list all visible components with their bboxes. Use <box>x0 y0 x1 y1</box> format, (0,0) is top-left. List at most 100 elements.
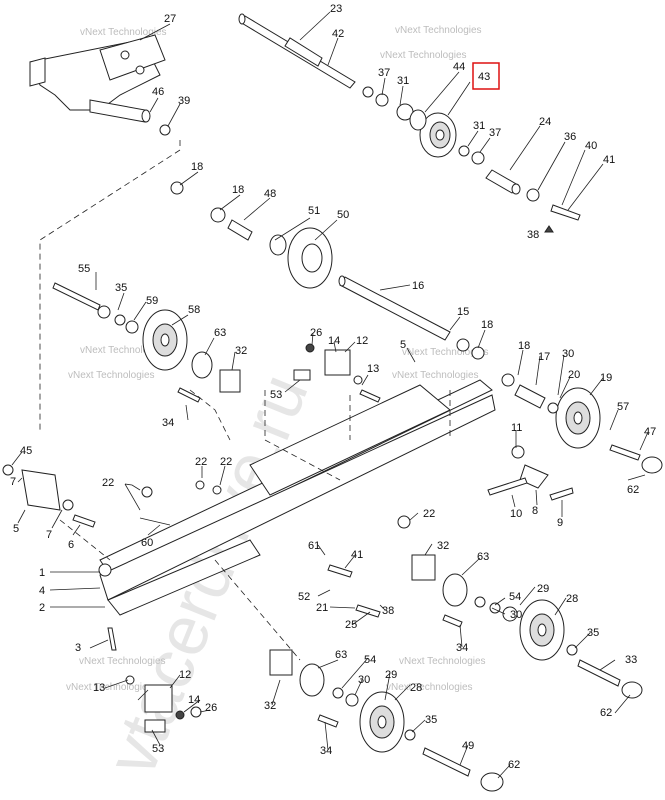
assembly-lines <box>39 140 451 661</box>
callout-34: 34 <box>162 417 174 429</box>
callout-63: 63 <box>214 327 226 339</box>
callout-16: 16 <box>412 280 424 292</box>
callout-7a: 7 <box>10 476 16 488</box>
callout-38b: 38 <box>382 605 394 617</box>
callout-15: 15 <box>457 306 469 318</box>
callout-10: 10 <box>510 508 522 520</box>
callout-1: 1 <box>39 567 45 579</box>
callout-7b: 7 <box>46 529 52 541</box>
callout-34c: 34 <box>320 745 332 757</box>
svg-text:vNext Technologies: vNext Technologies <box>79 656 166 667</box>
svg-text:vNext Technologies: vNext Technologies <box>402 347 489 358</box>
wheel-28-low <box>359 691 504 792</box>
callout-32b: 32 <box>437 540 449 552</box>
callout-13: 13 <box>367 363 379 375</box>
callout-22c: 22 <box>102 477 114 489</box>
callout-5b: 5 <box>13 523 19 535</box>
spacer-24 <box>485 169 581 233</box>
callout-18d: 18 <box>518 340 530 352</box>
callout-14: 14 <box>328 335 340 347</box>
callout-61: 61 <box>308 540 320 552</box>
callout-2: 2 <box>39 602 45 614</box>
svg-text:vNext Technologies: vNext Technologies <box>80 345 167 356</box>
callout-28b: 28 <box>410 682 422 694</box>
callout-25: 25 <box>345 619 357 631</box>
callout-38: 38 <box>527 229 539 241</box>
callout-36: 36 <box>564 131 576 143</box>
callout-30: 30 <box>562 348 574 360</box>
callout-32: 32 <box>235 345 247 357</box>
callout-33: 33 <box>625 654 637 666</box>
callout-14b: 14 <box>188 694 200 706</box>
callout-24: 24 <box>539 116 551 128</box>
callout-51: 51 <box>308 205 320 217</box>
svg-text:vNext Technologies: vNext Technologies <box>66 682 153 693</box>
callout-53b: 53 <box>152 743 164 755</box>
callout-22d: 22 <box>423 508 435 520</box>
callout-41: 41 <box>603 154 615 166</box>
callout-11: 11 <box>511 422 522 434</box>
callout-31b: 31 <box>473 120 485 132</box>
callout-58: 58 <box>188 304 200 316</box>
callout-19: 19 <box>600 372 612 384</box>
callout-26b: 26 <box>205 702 217 714</box>
callout-30b: 30 <box>510 609 522 621</box>
wheel-19 <box>501 373 663 474</box>
callout-62: 62 <box>627 484 639 496</box>
callout-5: 5 <box>400 339 406 351</box>
callout-37: 37 <box>378 67 390 79</box>
front-shaft-part <box>238 13 414 121</box>
callout-37b: 37 <box>489 127 501 139</box>
callout-21: 21 <box>316 602 328 614</box>
callout-22a: 22 <box>195 456 207 468</box>
callout-12: 12 <box>356 335 368 347</box>
callout-46: 46 <box>152 86 164 98</box>
wheel-28 <box>519 599 643 699</box>
parts-drawing <box>2 13 663 792</box>
rear-arm-part <box>29 34 171 136</box>
callout-18a: 18 <box>191 161 203 173</box>
callout-18c: 18 <box>481 319 493 331</box>
callout-50: 50 <box>337 209 349 221</box>
wheel-58 <box>52 282 188 371</box>
callout-22b: 22 <box>220 456 232 468</box>
bracket-32-mid <box>411 554 518 622</box>
svg-text:vNext Technologies: vNext Technologies <box>80 27 167 38</box>
highlight-box <box>472 62 500 90</box>
callout-57: 57 <box>617 401 629 413</box>
callout-63c: 63 <box>335 649 347 661</box>
callout-12b: 12 <box>179 669 191 681</box>
block-12 <box>293 343 381 403</box>
callout-49: 49 <box>462 740 474 752</box>
callout-43: 43 <box>478 71 490 83</box>
callout-55: 55 <box>78 263 90 275</box>
callout-labels: 27 23 42 44 43 37 31 46 39 31 37 24 36 4… <box>10 3 656 779</box>
callout-6: 6 <box>68 539 74 551</box>
misc-fasteners <box>141 480 463 728</box>
callout-9: 9 <box>557 517 563 529</box>
callout-35: 35 <box>115 282 127 294</box>
svg-text:vNext Technologies: vNext Technologies <box>399 656 486 667</box>
svg-text:vNext Technologies: vNext Technologies <box>395 25 482 36</box>
idler-wheel-43 <box>409 109 485 165</box>
callout-30c: 30 <box>358 674 370 686</box>
callout-18b: 18 <box>232 184 244 196</box>
bracket-32-low <box>269 649 359 707</box>
svg-text:vNext Technologies: vNext Technologies <box>68 370 155 381</box>
callout-52: 52 <box>298 591 310 603</box>
company-watermarks: vNext Technologies vNext Technologies vN… <box>66 25 489 693</box>
callout-62b: 62 <box>600 707 612 719</box>
callout-13b: 13 <box>93 682 105 694</box>
callout-3: 3 <box>75 642 81 654</box>
bracket-32 <box>177 351 241 403</box>
callout-63b: 63 <box>477 551 489 563</box>
shaft-16 <box>338 275 485 360</box>
callout-17: 17 <box>538 351 550 363</box>
callout-23: 23 <box>330 3 342 15</box>
callout-4: 4 <box>39 585 45 597</box>
callout-42: 42 <box>332 28 344 40</box>
callout-54: 54 <box>509 591 521 603</box>
callout-35b: 35 <box>587 627 599 639</box>
callout-60: 60 <box>141 537 153 549</box>
callout-54b: 54 <box>364 654 376 666</box>
